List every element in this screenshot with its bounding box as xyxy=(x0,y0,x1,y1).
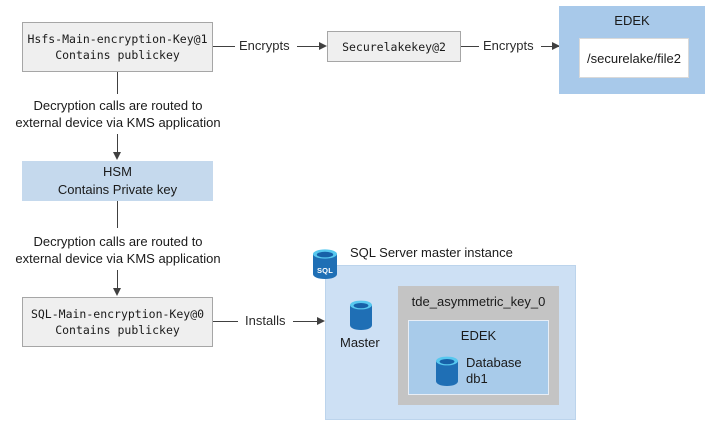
decryption-2-line2: external device via KMS application xyxy=(15,251,221,266)
hsm-line2: Contains Private key xyxy=(57,182,178,197)
database-db1-icon-svg xyxy=(436,356,458,386)
connector-label-encrypts-1: Encrypts xyxy=(239,38,290,53)
decryption-1-line1: Decryption calls are routed to xyxy=(33,98,203,113)
box-edek-inner: EDEK xyxy=(408,320,549,395)
hsfs-key-line1: Hsfs-Main-encryption-Key@1 xyxy=(27,32,208,46)
arrowhead-installs xyxy=(317,316,325,325)
text-decryption-routed-1: Decryption calls are routed to external … xyxy=(0,97,236,131)
database-db1-line2: db1 xyxy=(466,371,488,386)
node-hsm[interactable]: HSM Contains Private key xyxy=(22,161,213,201)
tde-asymmetric-key-title: tde_asymmetric_key_0 xyxy=(411,294,546,309)
connector-line-encrypts1-right xyxy=(297,46,320,47)
master-database-icon xyxy=(348,299,374,331)
edek-top-title: EDEK xyxy=(614,13,650,28)
sql-server-icon-svg xyxy=(313,249,337,279)
master-database-label: Master xyxy=(340,335,380,350)
securelakekey-line1: Securelakekey@2 xyxy=(342,39,446,54)
sql-key-line2: Contains publickey xyxy=(55,323,180,337)
database-db1-icon xyxy=(434,355,460,387)
arrowhead-encrypts-1 xyxy=(319,41,327,50)
database-db1-line1: Database xyxy=(466,355,522,370)
arrowhead-encrypts-2 xyxy=(552,41,560,50)
master-database-icon-svg xyxy=(350,300,372,330)
decryption-1-line2: external device via KMS application xyxy=(15,115,221,130)
hsm-line1: HSM xyxy=(103,164,132,179)
node-hsfs-main-encryption-key[interactable]: Hsfs-Main-encryption-Key@1 Contains publ… xyxy=(22,22,213,72)
connector-line-text2-to-sqlkey xyxy=(117,270,118,291)
edek-top-file-box[interactable]: /securelake/file2 xyxy=(579,38,689,78)
node-sql-main-encryption-key[interactable]: SQL-Main-encryption-Key@0 Contains publi… xyxy=(22,297,213,347)
connector-line-text1-to-hsm xyxy=(117,134,118,155)
database-db1-label: Database db1 xyxy=(466,355,522,387)
edek-top-file-label: /securelake/file2 xyxy=(587,50,681,66)
connector-line-encrypts1-left xyxy=(213,46,235,47)
node-securelakekey[interactable]: Securelakekey@2 xyxy=(327,31,461,62)
connector-label-encrypts-2: Encrypts xyxy=(483,38,534,53)
connector-line-encrypts2-right xyxy=(541,46,560,47)
connector-line-hsm-to-text2 xyxy=(117,201,118,228)
sql-server-icon: SQL xyxy=(310,248,340,280)
connector-label-installs: Installs xyxy=(245,313,286,328)
arrowhead-to-sqlkey xyxy=(112,288,121,296)
connector-line-hsfs-to-text1 xyxy=(117,72,118,94)
edek-inner-title: EDEK xyxy=(460,328,497,343)
sql-key-line1: SQL-Main-encryption-Key@0 xyxy=(30,307,205,321)
decryption-2-line1: Decryption calls are routed to xyxy=(33,234,203,249)
connector-line-installs-left xyxy=(213,321,238,322)
text-decryption-routed-2: Decryption calls are routed to external … xyxy=(0,233,236,267)
hsfs-key-line2: Contains publickey xyxy=(55,48,180,62)
connector-line-encrypts2-left xyxy=(461,46,479,47)
sql-icon-label: SQL xyxy=(316,266,334,275)
connector-line-installs-right xyxy=(293,321,323,322)
panel-edek-top: EDEK /securelake/file2 xyxy=(559,6,705,94)
arrowhead-to-hsm xyxy=(112,152,121,160)
sql-server-caption: SQL Server master instance xyxy=(350,245,513,260)
